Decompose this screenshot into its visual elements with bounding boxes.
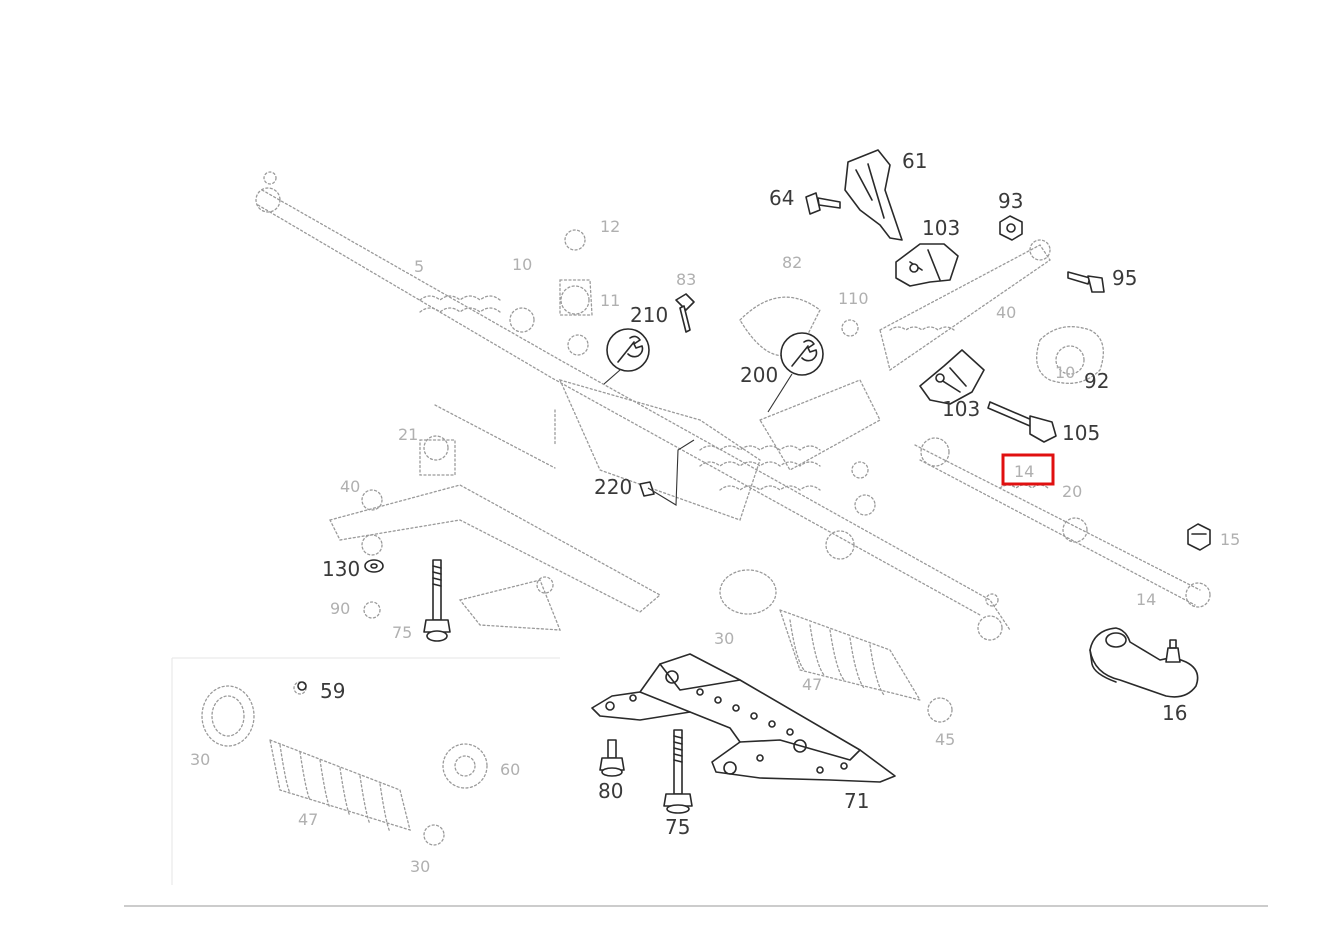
part-130-washer: 130 (322, 557, 384, 581)
svg-text:11: 11 (600, 291, 620, 310)
label-200: 200 (740, 363, 778, 387)
label-92: 92 (1084, 369, 1109, 393)
wrench-icon (603, 328, 650, 385)
label-220: 220 (594, 475, 632, 499)
label-14-highlighted: 14 (1014, 462, 1034, 481)
label-59: 59 (320, 679, 345, 703)
label-80: 80 (598, 779, 623, 803)
svg-text:10: 10 (1055, 363, 1075, 382)
svg-text:30: 30 (714, 629, 734, 648)
svg-text:40: 40 (340, 477, 360, 496)
part-15-nut (1187, 523, 1211, 551)
part-103-bracket-lower: 103 (919, 349, 985, 421)
label-103-lower: 103 (942, 397, 980, 421)
bellows-ghost-middle (719, 569, 953, 723)
svg-text:82: 82 (782, 253, 802, 272)
part-71-subframe: 71 (591, 653, 896, 813)
svg-text:10: 10 (512, 255, 532, 274)
inset-ghost (171, 657, 560, 885)
label-61: 61 (902, 149, 927, 173)
label-16: 16 (1162, 701, 1187, 725)
svg-text:30: 30 (410, 857, 430, 876)
svg-text:30: 30 (190, 750, 210, 769)
svg-text:45: 45 (935, 730, 955, 749)
svg-text:110: 110 (838, 289, 869, 308)
part-210-bolt: 210 (630, 293, 695, 333)
svg-text:60: 60 (500, 760, 520, 779)
part-95-bolt: 95 (1067, 266, 1137, 293)
label-64: 64 (769, 186, 794, 210)
label-95: 95 (1112, 266, 1137, 290)
label-71: 71 (844, 789, 869, 813)
wrench-icon: 200 (740, 332, 824, 413)
part-16-ball-joint: 16 (1089, 627, 1199, 725)
part-61-heat-shield: 61 (844, 149, 927, 241)
svg-text:14: 14 (1136, 590, 1156, 609)
svg-text:47: 47 (802, 675, 822, 694)
faded-labels: 5 10 12 11 83 82 110 40 10 21 40 90 75 3… (190, 217, 1240, 876)
label-93: 93 (998, 189, 1023, 213)
tie-rod-ghost (914, 437, 1211, 608)
ghosted-parts (171, 171, 1211, 885)
part-59: 59 (297, 679, 345, 703)
label-75: 75 (665, 815, 690, 839)
label-210: 210 (630, 303, 668, 327)
steering-rack-ghost (255, 171, 1011, 641)
steering-shaft-ghost (879, 239, 1104, 384)
part-103-bracket-upper: 103 (895, 216, 960, 287)
part-80-bolt: 80 (598, 739, 625, 803)
svg-text:5: 5 (414, 257, 424, 276)
part-220-screw: 220 (594, 439, 695, 506)
svg-text:90: 90 (330, 599, 350, 618)
left-arm-ghost (329, 435, 662, 631)
svg-text:15: 15 (1220, 530, 1240, 549)
highlighted-part-label[interactable]: 14 (1001, 453, 1055, 486)
svg-text:21: 21 (398, 425, 418, 444)
part-75-bolt-left (423, 559, 451, 642)
svg-text:75: 75 (392, 623, 412, 642)
svg-text:47: 47 (298, 810, 318, 829)
part-75-bolt-center: 75 (663, 729, 693, 839)
label-103-upper: 103 (922, 216, 960, 240)
part-93-nut: 93 (998, 189, 1023, 241)
label-105: 105 (1062, 421, 1100, 445)
part-64-bolt: 64 (769, 186, 841, 215)
part-105-bolt: 105 (987, 401, 1100, 445)
svg-text:83: 83 (676, 270, 696, 289)
label-130: 130 (322, 557, 360, 581)
svg-text:12: 12 (600, 217, 620, 236)
label-20: 20 (1062, 482, 1082, 501)
svg-text:40: 40 (996, 303, 1016, 322)
